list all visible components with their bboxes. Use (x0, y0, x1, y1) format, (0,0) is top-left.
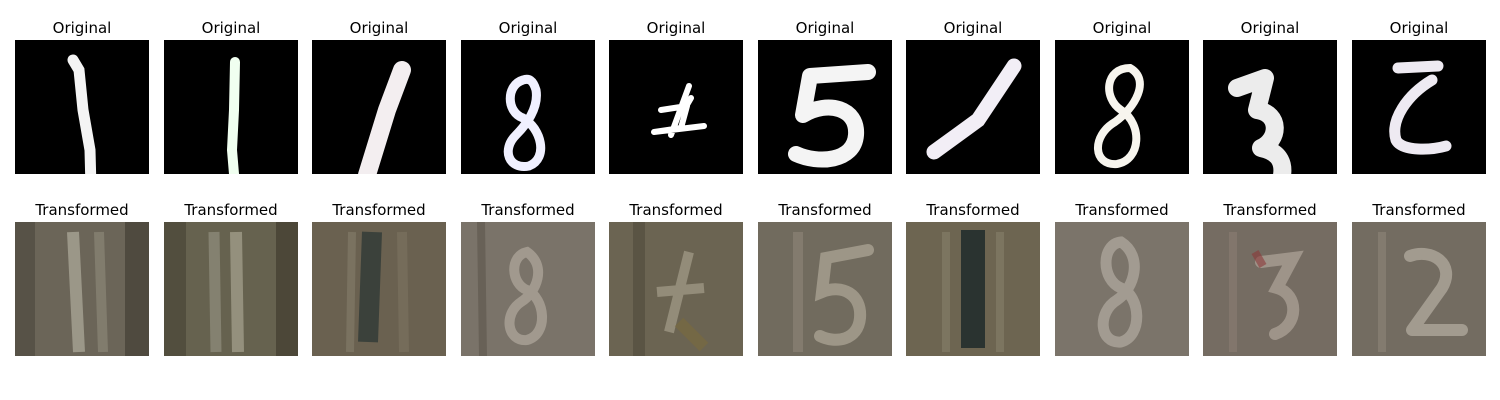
panel-title: Transformed (1075, 201, 1169, 219)
original-panel: Original (15, 18, 149, 178)
original-digit-image (758, 40, 892, 174)
transformed-panel: Transformed (1203, 200, 1337, 360)
transformed-panel: Transformed (1055, 200, 1189, 360)
original-digit-image (461, 40, 595, 174)
transformed-digit-image (1352, 222, 1486, 356)
original-digit-image (1203, 40, 1337, 174)
original-digit-image (164, 40, 298, 174)
transformed-panel: Transformed (461, 200, 595, 360)
transformed-digit-image (1055, 222, 1189, 356)
original-panel: Original (1203, 18, 1337, 178)
panel-title: Transformed (1223, 201, 1317, 219)
panel-title: Transformed (332, 201, 426, 219)
original-panel: Original (609, 18, 743, 178)
panel-title: Transformed (629, 201, 723, 219)
original-digit-image (15, 40, 149, 174)
panel-title: Transformed (778, 201, 872, 219)
transformed-panel: Transformed (164, 200, 298, 360)
panel-title: Transformed (481, 201, 575, 219)
panel-title: Original (1092, 19, 1152, 37)
panel-title: Original (349, 19, 409, 37)
original-panel: Original (461, 18, 595, 178)
original-digit-image (312, 40, 446, 174)
panel-title: Original (201, 19, 261, 37)
panel-title: Original (52, 19, 112, 37)
panel-title: Original (795, 19, 855, 37)
panel-title: Original (646, 19, 706, 37)
transformed-panel: Transformed (312, 200, 446, 360)
panel-title: Transformed (926, 201, 1020, 219)
transformed-digit-image (461, 222, 595, 356)
transformed-digit-image (164, 222, 298, 356)
panel-title: Transformed (35, 201, 129, 219)
panel-title: Original (943, 19, 1003, 37)
original-panel: Original (906, 18, 1040, 178)
original-digit-image (609, 40, 743, 174)
panel-title: Transformed (184, 201, 278, 219)
panel-title: Original (1389, 19, 1449, 37)
transformed-panel: Transformed (15, 200, 149, 360)
original-panel: Original (164, 18, 298, 178)
transformed-panel: Transformed (609, 200, 743, 360)
original-digit-image (906, 40, 1040, 174)
original-digit-image (1055, 40, 1189, 174)
transformed-digit-image (609, 222, 743, 356)
transformed-panel: Transformed (906, 200, 1040, 360)
original-panel: Original (1352, 18, 1486, 178)
transformed-panel: Transformed (758, 200, 892, 360)
transformed-panel: Transformed (1352, 200, 1486, 360)
transformed-digit-image (758, 222, 892, 356)
panel-title: Original (498, 19, 558, 37)
original-panel: Original (312, 18, 446, 178)
transformed-digit-image (1203, 222, 1337, 356)
transformed-digit-image (906, 222, 1040, 356)
transformed-digit-image (15, 222, 149, 356)
panel-title: Transformed (1372, 201, 1466, 219)
transformed-digit-image (312, 222, 446, 356)
original-digit-image (1352, 40, 1486, 174)
original-panel: Original (758, 18, 892, 178)
original-panel: Original (1055, 18, 1189, 178)
panel-title: Original (1240, 19, 1300, 37)
